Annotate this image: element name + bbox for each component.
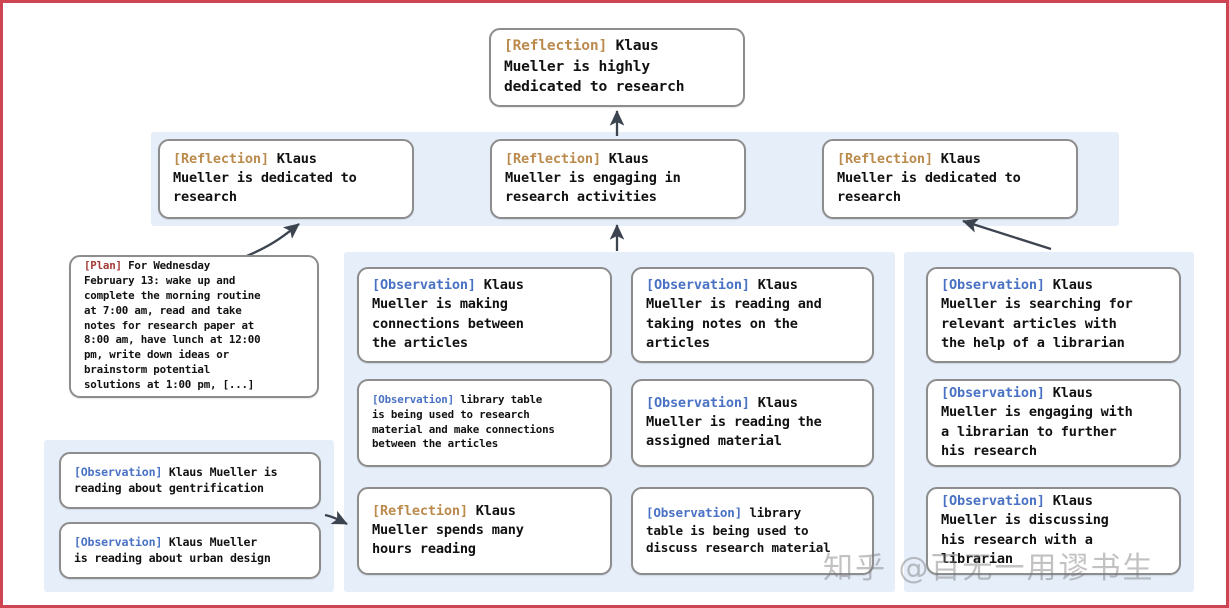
tag-observation: [Observation]	[941, 384, 1045, 401]
node-reflection-1[interactable]: [Reflection] Klaus Mueller is dedicated …	[158, 139, 414, 219]
diagram-canvas: [Reflection] Klaus Mueller is highly ded…	[3, 3, 1226, 605]
tag-reflection: [Reflection]	[504, 36, 608, 54]
node-text: Klaus Mueller is dedicated to research	[173, 150, 357, 206]
node-reflection-3[interactable]: [Reflection] Klaus Mueller is dedicated …	[822, 139, 1078, 219]
tag-plan: [Plan]	[84, 259, 122, 272]
node-column-b-observation-1[interactable]: [Observation] Klaus Mueller is reading a…	[631, 267, 874, 363]
tag-observation: [Observation]	[941, 276, 1045, 293]
node-text: Klaus Mueller is reading and taking note…	[646, 276, 822, 351]
tag-observation: [Observation]	[646, 504, 742, 520]
tag-observation: [Observation]	[646, 276, 750, 293]
node-text: Klaus Mueller is highly dedicated to res…	[504, 36, 685, 96]
node-column-b-observation-2[interactable]: [Observation] Klaus Mueller is reading t…	[631, 379, 874, 467]
tag-observation: [Observation]	[372, 392, 454, 406]
node-text: Klaus Mueller is reading the assigned ma…	[646, 394, 822, 450]
node-text: Klaus Mueller is engaging with a librari…	[941, 384, 1133, 459]
node-text: For Wednesday February 13: wake up and c…	[84, 259, 261, 392]
node-column-c-observation-2[interactable]: [Observation] Klaus Mueller is engaging …	[926, 379, 1181, 467]
tag-observation: [Observation]	[646, 394, 750, 411]
node-column-a-observation-2[interactable]: [Observation] library table is being use…	[357, 379, 612, 467]
node-text: Klaus Mueller is discussing his research…	[941, 492, 1109, 567]
node-text: Klaus Mueller is engaging in research ac…	[505, 150, 681, 206]
node-text: Klaus Mueller is searching for relevant …	[941, 276, 1133, 351]
node-text: library table is being used to discuss r…	[646, 504, 831, 556]
node-top-reflection[interactable]: [Reflection] Klaus Mueller is highly ded…	[489, 28, 745, 107]
tag-reflection: [Reflection]	[505, 150, 601, 167]
node-column-a-observation-1[interactable]: [Observation] Klaus Mueller is making co…	[357, 267, 612, 363]
node-text: Klaus Mueller is reading about gentrific…	[74, 464, 278, 495]
node-column-c-observation-3[interactable]: [Observation] Klaus Mueller is discussin…	[926, 487, 1181, 575]
node-column-b-observation-3[interactable]: [Observation] library table is being use…	[631, 487, 874, 575]
tag-reflection: [Reflection]	[837, 150, 933, 167]
node-left-observation-1[interactable]: [Observation] Klaus Mueller is reading a…	[59, 452, 321, 509]
node-plan[interactable]: [Plan] For Wednesday February 13: wake u…	[69, 255, 319, 398]
tag-reflection: [Reflection]	[173, 150, 269, 167]
node-text: library table is being used to research …	[372, 392, 555, 451]
node-text: Klaus Mueller is reading about urban des…	[74, 534, 271, 565]
tag-observation: [Observation]	[74, 534, 163, 549]
tag-observation: [Observation]	[372, 276, 476, 293]
arrow-plan-to-r1	[238, 223, 300, 261]
node-column-c-observation-1[interactable]: [Observation] Klaus Mueller is searching…	[926, 267, 1181, 363]
node-reflection-2[interactable]: [Reflection] Klaus Mueller is engaging i…	[490, 139, 746, 219]
node-text: Klaus Mueller is making connections betw…	[372, 276, 524, 351]
tag-reflection: [Reflection]	[372, 502, 468, 519]
node-text: Klaus Mueller is dedicated to research	[837, 150, 1021, 206]
node-left-observation-2[interactable]: [Observation] Klaus Mueller is reading a…	[59, 522, 321, 579]
tag-observation: [Observation]	[74, 464, 163, 479]
node-column-a-reflection[interactable]: [Reflection] Klaus Mueller spends many h…	[357, 487, 612, 575]
tag-observation: [Observation]	[941, 492, 1045, 509]
node-text: Klaus Mueller spends many hours reading	[372, 502, 524, 558]
